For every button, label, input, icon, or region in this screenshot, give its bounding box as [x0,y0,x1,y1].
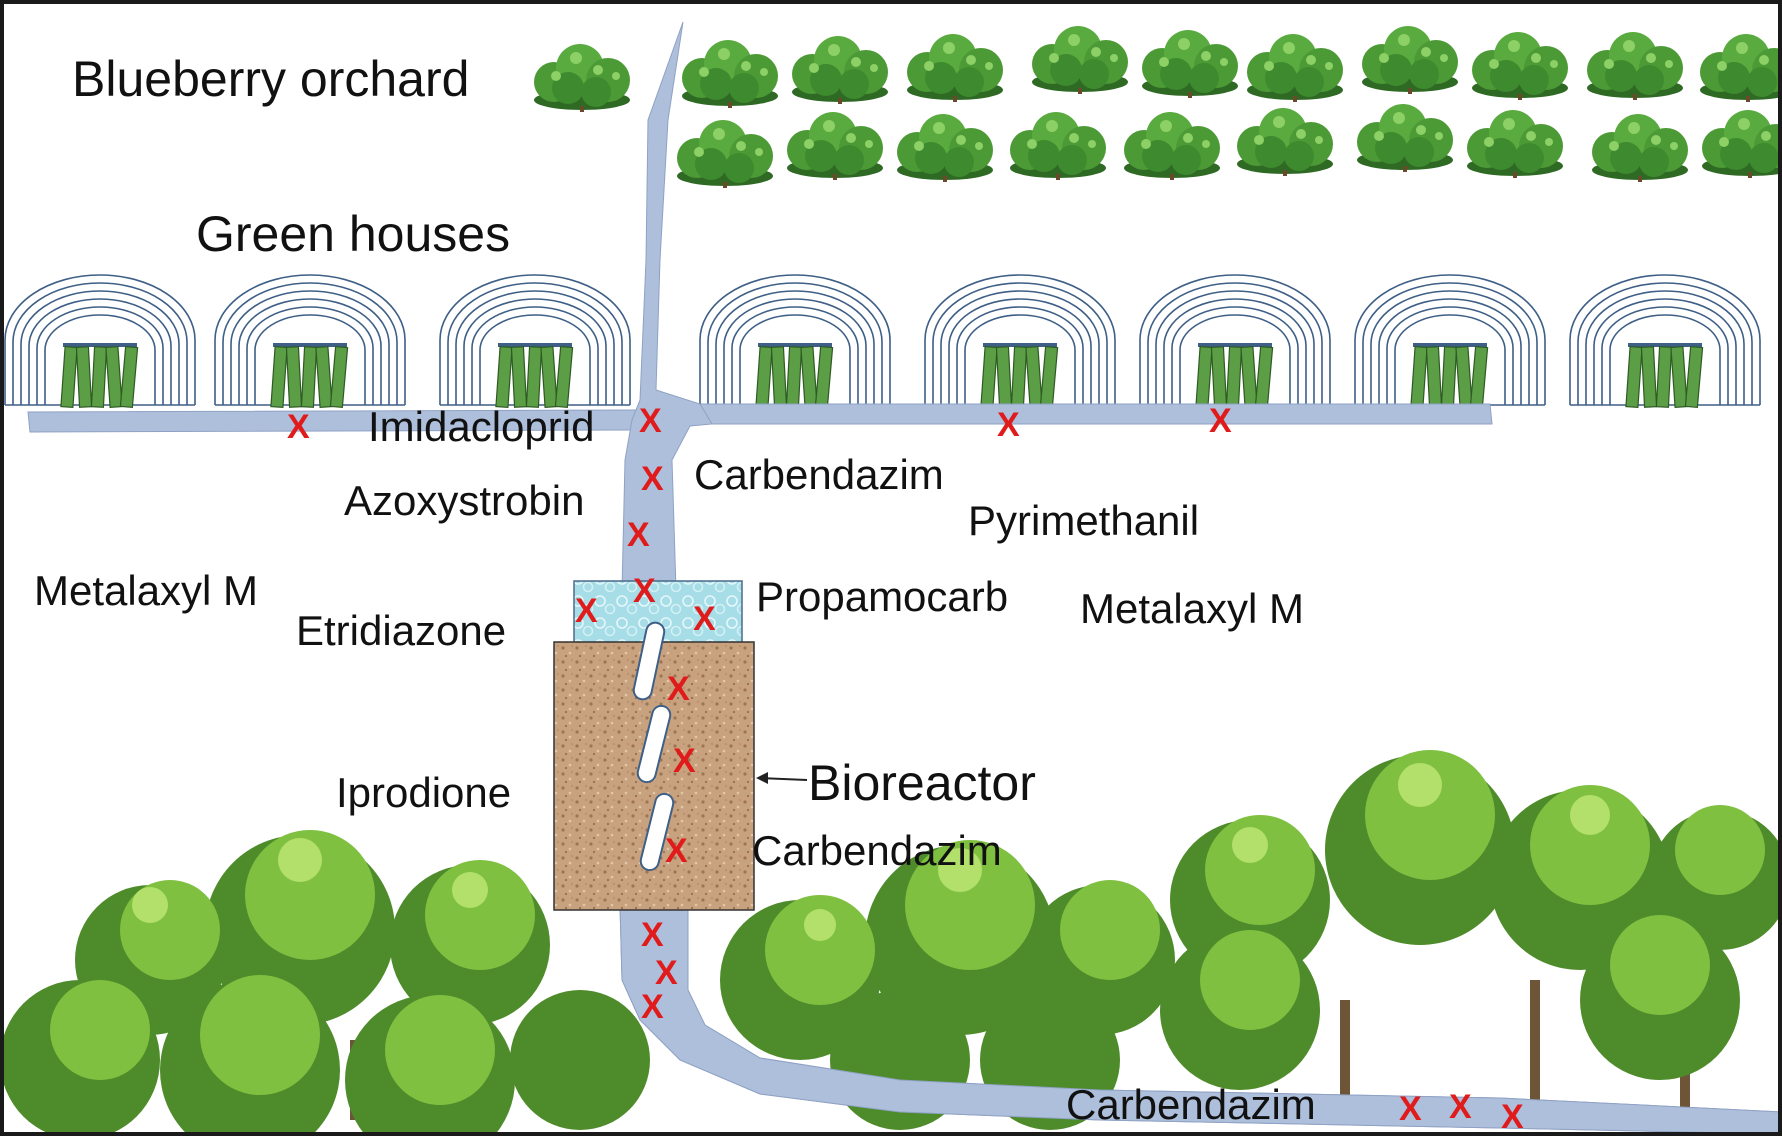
greenhouses-row [4,274,1761,409]
detection-x-marker: X [1209,402,1232,440]
pesticide-iprodione: Iprodione [336,769,512,816]
detection-x-marker: X [641,460,664,498]
pesticide-metalaxyl-left: Metalaxyl M [34,567,259,614]
pesticide-metalaxyl-right: Metalaxyl M [1080,585,1305,632]
pesticide-propamocarb: Propamocarb [756,573,1009,620]
detection-x-marker: X [627,516,650,554]
detection-x-marker: X [997,406,1020,444]
pesticide-carbendazim-outflow: Carbendazim [1066,1081,1316,1128]
detection-x-marker: X [633,572,656,610]
detection-x-marker: X [655,954,678,992]
bioreactor-label: Bioreactor [808,755,1036,811]
outflow-channel [619,905,1782,1135]
forest-trees [0,750,1782,1136]
detection-x-marker: X [665,832,688,870]
detection-x-marker: X [639,402,662,440]
pesticide-etridiazone: Etridiazone [296,607,507,654]
detection-x-marker: X [1399,1090,1422,1128]
detection-x-marker: X [673,742,696,780]
detection-x-marker: X [667,670,690,708]
blueberry-orchard-shrubs [532,24,1782,190]
pesticide-azoxystrobin: Azoxystrobin [344,477,585,524]
pesticide-carbendazim-bioreactor: Carbendazim [752,827,1002,874]
detection-x-marker: X [1501,1098,1524,1136]
pesticide-imidacloprid: Imidacloprid [368,403,595,450]
detection-x-marker: X [575,592,598,630]
detection-x-marker: X [641,988,664,1026]
pesticide-pyrimethanil: Pyrimethanil [968,497,1200,544]
bioreactor-unit [553,580,808,911]
orchard-label: Blueberry orchard [72,51,470,107]
pesticide-carbendazim-top: Carbendazim [694,451,944,498]
detection-x-marker: X [287,408,310,446]
greenhouses-label: Green houses [196,206,511,262]
detection-x-marker: X [693,600,716,638]
detection-x-marker: X [1449,1088,1472,1126]
detection-x-marker: X [641,916,664,954]
